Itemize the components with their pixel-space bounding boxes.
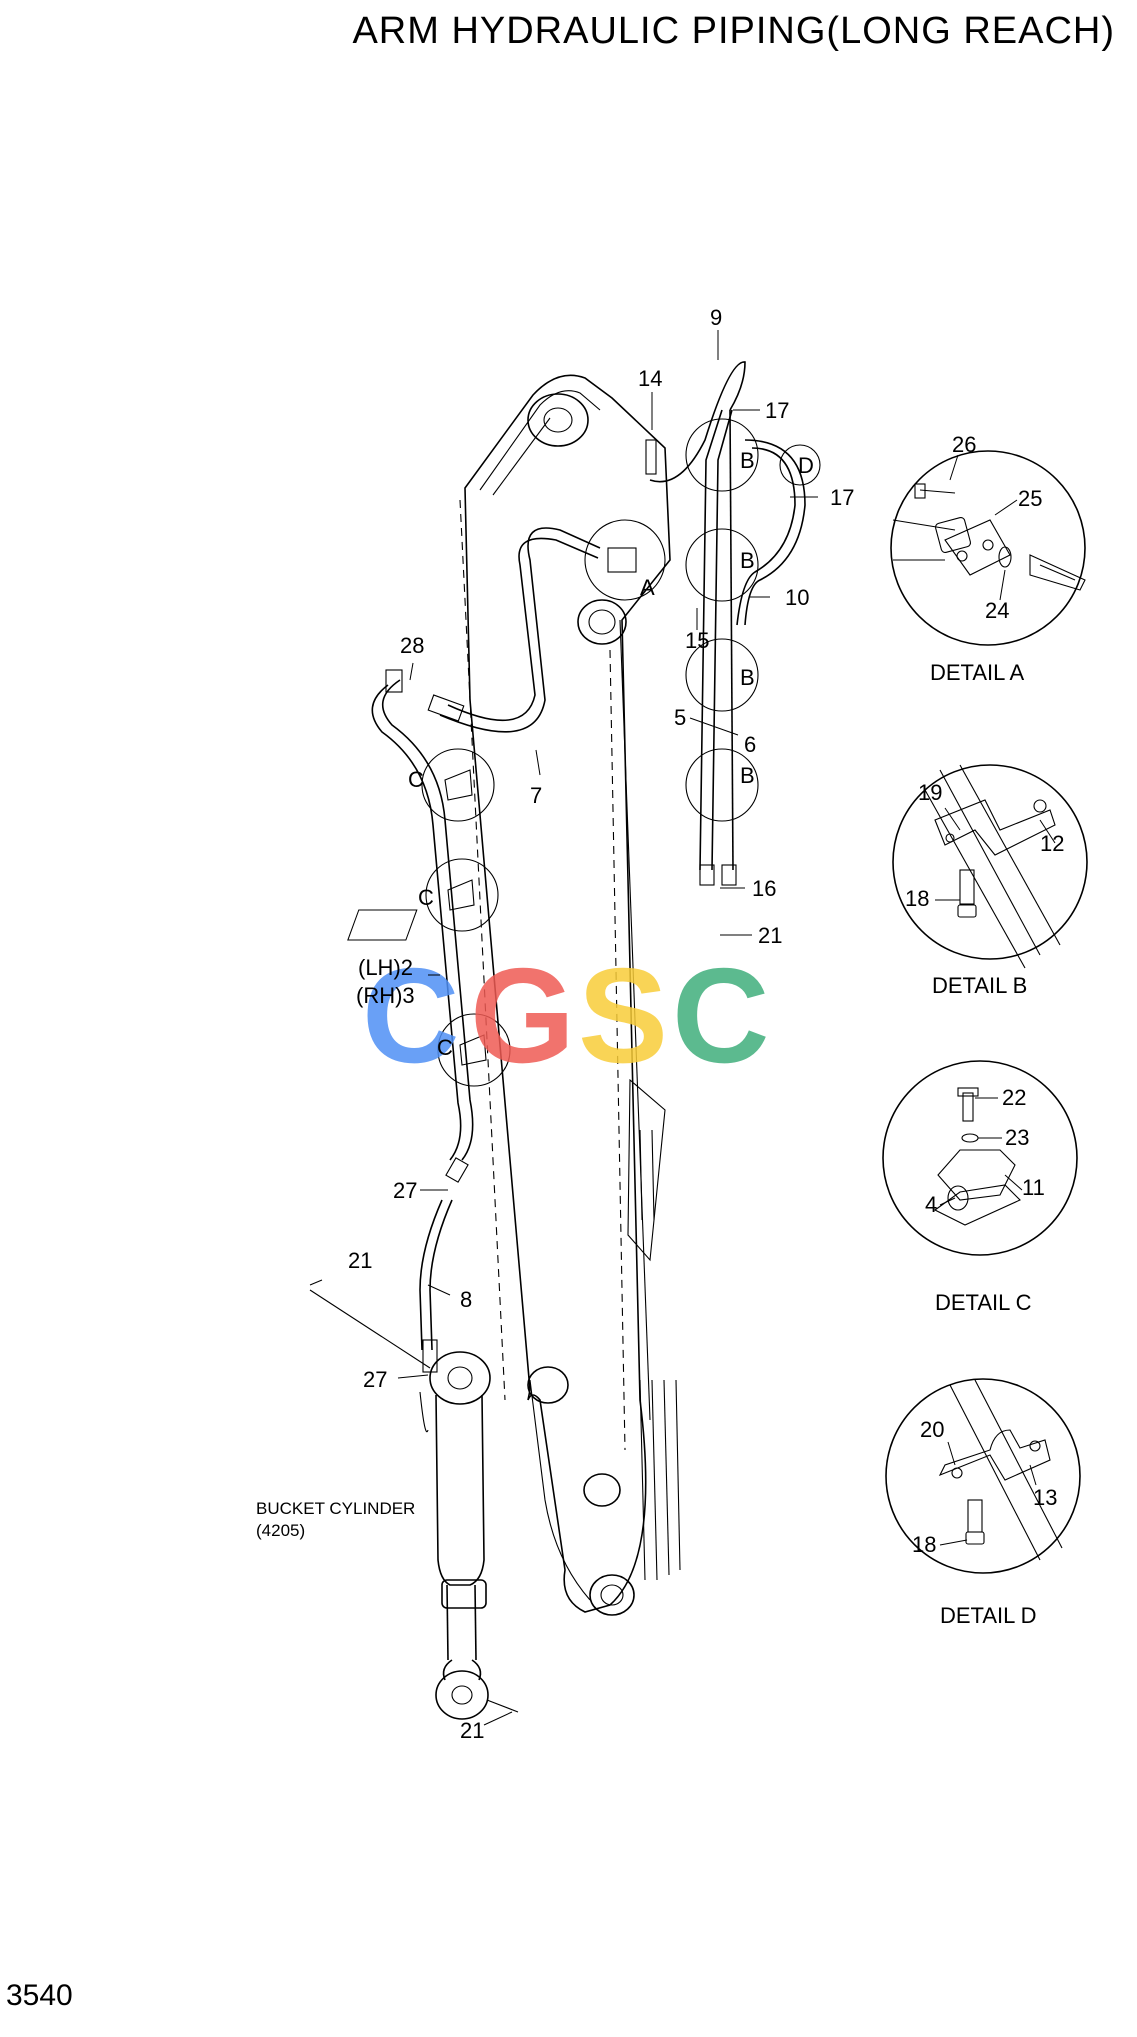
bucket-cylinder — [309, 1289, 519, 1720]
page-title: ARM HYDRAULIC PIPING(LONG REACH) — [352, 10, 1115, 52]
detail-d-caption: DETAIL D — [940, 1603, 1037, 1628]
detail-a-part-24: 24 — [985, 598, 1009, 623]
callout-15: 15 — [685, 628, 709, 653]
callout-leaders — [309, 330, 818, 1726]
detail-c-part-22: 22 — [1002, 1085, 1026, 1110]
callout-6: 6 — [744, 732, 756, 757]
callout-14: 14 — [638, 366, 662, 391]
callout-9: 9 — [710, 305, 722, 330]
page-number: 3540 — [6, 1979, 73, 2012]
callout-7: 7 — [530, 783, 542, 808]
detail-d-part-18: 18 — [912, 1532, 936, 1557]
marker-c2: C — [418, 885, 434, 910]
detail-d-part-13: 13 — [1033, 1485, 1057, 1510]
marker-a: A — [640, 575, 655, 600]
watermark-letter-c2: C — [672, 940, 770, 1091]
bucket-cylinder-label: BUCKET CYLINDER — [256, 1499, 415, 1518]
marker-b2: B — [740, 548, 755, 573]
callout-21c: 21 — [460, 1718, 484, 1743]
marker-d: D — [798, 453, 814, 478]
detail-a-caption: DETAIL A — [930, 660, 1024, 685]
detail-a-part-26: 26 — [952, 432, 976, 457]
callout-27a: 27 — [393, 1178, 417, 1203]
bucket-cylinder-ref: (4205) — [256, 1521, 305, 1540]
arm-body — [459, 374, 681, 1616]
watermark-letter-g: G — [470, 940, 575, 1091]
detail-a: 26 25 24 DETAIL A — [890, 432, 1086, 685]
detail-c-part-11: 11 — [1022, 1175, 1045, 1200]
detail-d-part-20: 20 — [920, 1417, 944, 1442]
detail-b-part-19: 19 — [918, 780, 942, 805]
detail-c-part-23: 23 — [1005, 1125, 1029, 1150]
detail-c: 22 23 4 11 DETAIL C — [882, 1060, 1078, 1315]
callout-10: 10 — [785, 585, 809, 610]
callout-27b: 27 — [363, 1367, 387, 1392]
detail-b-part-12: 12 — [1040, 831, 1064, 856]
detail-d: 20 13 18 DETAIL D — [885, 1378, 1081, 1628]
detail-c-caption: DETAIL C — [935, 1290, 1032, 1315]
piping — [347, 361, 806, 1373]
callout-16: 16 — [752, 876, 776, 901]
detail-markers — [421, 418, 821, 1087]
callout-21a: 21 — [758, 923, 782, 948]
detail-b-part-18: 18 — [905, 886, 929, 911]
marker-c3: C — [437, 1035, 453, 1060]
callout-21b: 21 — [348, 1248, 372, 1273]
detail-b-caption: DETAIL B — [932, 973, 1027, 998]
callout-8: 8 — [460, 1287, 472, 1312]
watermark-letter-c1: C — [362, 940, 460, 1091]
marker-b3: B — [740, 665, 755, 690]
marker-c1: C — [408, 767, 424, 792]
callout-17b: 17 — [830, 485, 854, 510]
marker-b1: B — [740, 448, 755, 473]
marker-b4: B — [740, 763, 755, 788]
watermark: C G S C — [362, 940, 770, 1091]
callout-17a: 17 — [765, 398, 789, 423]
detail-c-part-4: 4 — [925, 1192, 937, 1217]
watermark-letter-s: S — [578, 940, 668, 1091]
callout-5: 5 — [674, 705, 686, 730]
detail-a-part-25: 25 — [1018, 486, 1042, 511]
detail-b: 19 12 18 DETAIL B — [892, 764, 1088, 998]
callout-3: (RH)3 — [356, 983, 415, 1008]
callouts: 9 14 17 17 10 15 5 6 7 28 16 21 (LH)2 (R… — [348, 305, 854, 1743]
callout-2: (LH)2 — [358, 955, 413, 980]
callout-28: 28 — [400, 633, 424, 658]
